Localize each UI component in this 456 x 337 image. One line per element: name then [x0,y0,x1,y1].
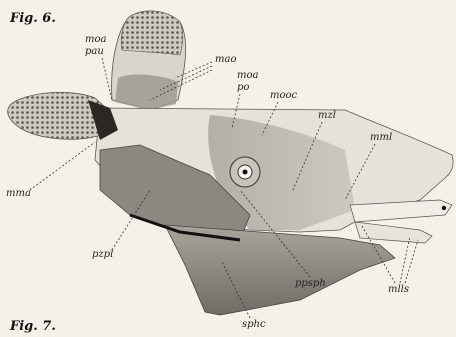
label-mma: mma [6,188,31,199]
label-mml: mml [370,132,392,143]
label-moa-po-1: moa [237,70,259,81]
label-mzl: mzl [318,110,336,121]
label-ppsph: ppsph [295,278,326,289]
label-mooc: mooc [270,90,298,101]
label-mlls: mlls [388,284,409,295]
snout-bars [350,200,452,243]
upper-muscle-lobe [112,11,186,110]
left-dotted-lobe [8,92,118,140]
label-moa-po-2: po [237,82,249,93]
label-moa-pau-2: pau [85,46,104,57]
label-pzpl: pzpl [92,249,113,260]
label-mao: mao [215,54,236,65]
figure-7-caption: Fig. 7. [9,319,56,334]
eye [230,157,260,187]
label-sphc: sphc [242,319,266,330]
figure-6-caption: Fig. 6. [9,11,56,26]
label-moa-pau-1: moa [85,34,107,45]
